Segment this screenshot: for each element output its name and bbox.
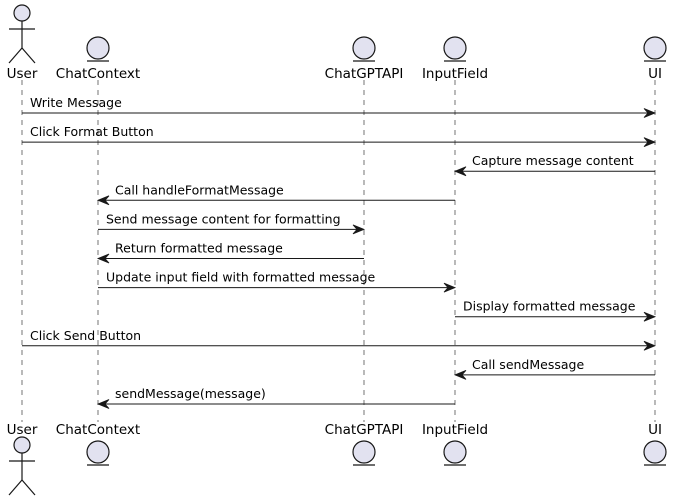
participant-name: InputField bbox=[422, 66, 488, 82]
entity-icon bbox=[86, 440, 110, 464]
actor-head bbox=[13, 436, 31, 454]
participant-bottom-inputfield: InputField bbox=[422, 422, 488, 466]
actor-head bbox=[13, 4, 31, 22]
message-1: Write Message bbox=[22, 95, 657, 118]
message-2: Click Format Button bbox=[22, 124, 657, 147]
arrowhead bbox=[96, 399, 110, 409]
message-label: Update input field with formatted messag… bbox=[106, 270, 375, 285]
actor-leg-left bbox=[8, 479, 23, 496]
arrowhead bbox=[643, 340, 657, 351]
participant-top-chatgptapi: ChatGPTAPI bbox=[325, 36, 404, 82]
participant-bottom-chatgptapi: ChatGPTAPI bbox=[325, 422, 404, 466]
entity-icon bbox=[443, 36, 467, 60]
participant-name: UI bbox=[648, 422, 662, 438]
message-3: Capture message content bbox=[453, 153, 655, 177]
message-9: Click Send Button bbox=[22, 328, 657, 351]
participant-top-ui: UI bbox=[643, 36, 667, 82]
arrowhead bbox=[453, 370, 467, 380]
entity-icon bbox=[86, 36, 110, 60]
actor-leg-left bbox=[8, 47, 23, 64]
entity-icon bbox=[643, 36, 667, 60]
actor-leg-right bbox=[21, 47, 36, 64]
message-10: Call sendMessage bbox=[453, 357, 655, 380]
participant-name: InputField bbox=[422, 422, 488, 438]
participant-name: ChatContext bbox=[56, 422, 140, 438]
entity-icon bbox=[352, 36, 376, 60]
arrowhead bbox=[643, 137, 657, 147]
entity-icon bbox=[443, 440, 467, 464]
participant-bottom-user: User bbox=[7, 422, 38, 496]
arrowhead bbox=[453, 166, 467, 177]
entity-icon bbox=[352, 440, 376, 464]
message-label: sendMessage(message) bbox=[115, 386, 266, 401]
message-label: Send message content for formatting bbox=[106, 211, 341, 226]
arrowhead bbox=[643, 108, 657, 118]
message-label: Click Send Button bbox=[30, 328, 141, 343]
participant-bottom-chatcontext: ChatContext bbox=[56, 422, 140, 466]
message-label: Capture message content bbox=[472, 153, 634, 168]
participant-top-inputfield: InputField bbox=[422, 36, 488, 82]
message-label: Call handleFormatMessage bbox=[115, 182, 284, 197]
participant-name: ChatGPTAPI bbox=[325, 422, 404, 438]
arrowhead bbox=[96, 253, 110, 264]
message-7: Update input field with formatted messag… bbox=[98, 270, 457, 293]
message-label: Click Format Button bbox=[30, 124, 154, 139]
participant-top-user: User bbox=[7, 4, 38, 82]
participant-bottom-ui: UI bbox=[643, 422, 667, 466]
message-5: Send message content for formatting bbox=[98, 211, 366, 235]
arrowhead bbox=[443, 282, 457, 293]
participant-name: ChatGPTAPI bbox=[325, 66, 404, 82]
message-11: sendMessage(message) bbox=[96, 386, 455, 409]
arrowhead bbox=[643, 311, 657, 322]
participant-top-chatcontext: ChatContext bbox=[56, 36, 140, 82]
message-label: Return formatted message bbox=[115, 241, 283, 256]
message-8: Display formatted message bbox=[455, 299, 657, 322]
actor-leg-right bbox=[21, 479, 36, 496]
participant-name: User bbox=[7, 66, 38, 82]
participant-name: UI bbox=[648, 66, 662, 82]
message-label: Call sendMessage bbox=[472, 357, 584, 372]
participant-name: User bbox=[7, 422, 38, 438]
participant-name: ChatContext bbox=[56, 66, 140, 82]
message-4: Call handleFormatMessage bbox=[96, 182, 455, 206]
entity-icon bbox=[643, 440, 667, 464]
message-label: Display formatted message bbox=[463, 299, 636, 314]
arrowhead bbox=[96, 195, 110, 206]
arrowhead bbox=[352, 224, 366, 235]
message-label: Write Message bbox=[30, 95, 122, 110]
message-6: Return formatted message bbox=[96, 241, 364, 264]
